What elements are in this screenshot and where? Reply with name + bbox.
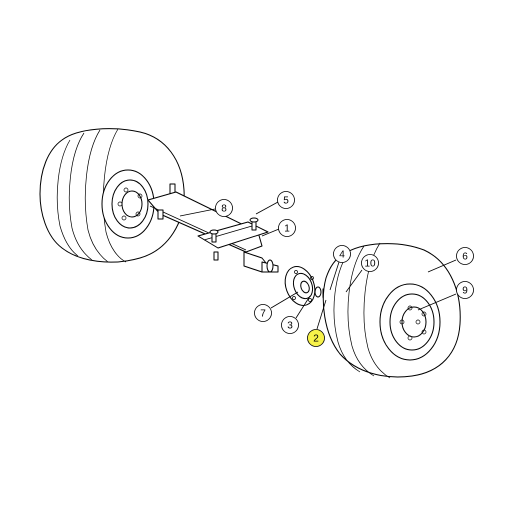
- callout-9[interactable]: 9: [456, 281, 474, 299]
- callout-4[interactable]: 4: [333, 245, 351, 263]
- callout-label: 9: [462, 286, 468, 297]
- callout-2[interactable]: 2: [307, 329, 325, 347]
- callout-label: 6: [462, 252, 468, 263]
- callout-6[interactable]: 6: [456, 247, 474, 265]
- left-wheel: [39, 128, 185, 263]
- callouts: 1 2 3 4 5 6 7 8: [215, 191, 474, 347]
- callout-1[interactable]: 1: [278, 219, 296, 237]
- callout-label: 5: [283, 196, 289, 207]
- axle-beam: [147, 191, 279, 273]
- callout-label: 2: [313, 334, 319, 345]
- callout-label: 8: [221, 204, 227, 215]
- callout-7[interactable]: 7: [254, 304, 272, 322]
- callout-8[interactable]: 8: [215, 199, 233, 217]
- callout-label: 1: [284, 224, 290, 235]
- callout-label: 7: [260, 309, 266, 320]
- callout-3[interactable]: 3: [281, 316, 299, 334]
- callout-10[interactable]: 10: [361, 254, 379, 272]
- right-wheel: [322, 242, 461, 379]
- callout-5[interactable]: 5: [277, 191, 295, 209]
- leader-lines: [179, 201, 457, 330]
- callout-label: 10: [364, 259, 376, 270]
- callout-label: 4: [339, 250, 345, 261]
- hub: [284, 266, 316, 306]
- callout-label: 3: [287, 321, 293, 332]
